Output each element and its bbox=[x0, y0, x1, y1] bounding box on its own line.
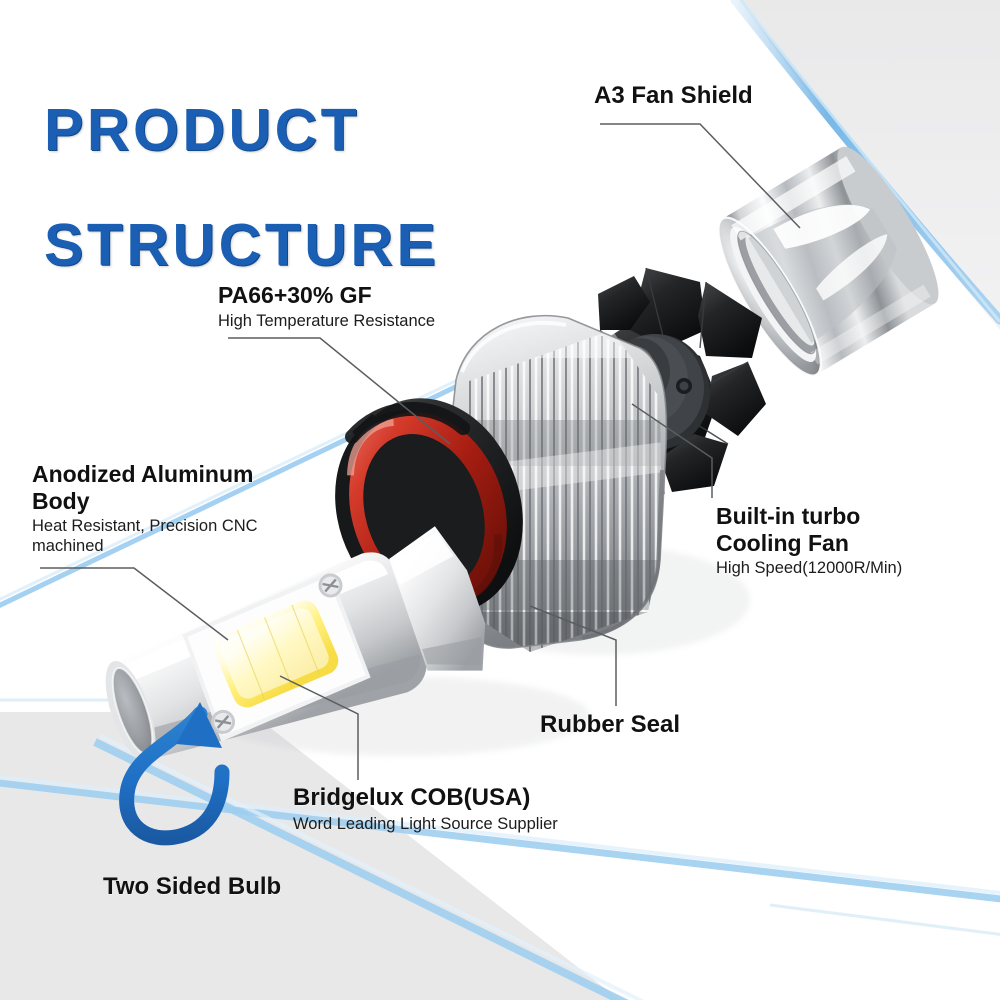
callout-anodized-aluminum-body: Anodized Aluminum Body Heat Resistant, P… bbox=[32, 461, 332, 557]
callout-a3-fan-shield: A3 Fan Shield bbox=[594, 82, 753, 110]
callout-subtitle: Word Leading Light Source Supplier bbox=[293, 814, 558, 833]
callout-heading: PA66+30% GF bbox=[218, 282, 372, 308]
page-title: PRODUCT STRUCTURE bbox=[44, 44, 604, 275]
title-line-2: STRUCTURE bbox=[44, 212, 440, 279]
callout-heading: Anodized Aluminum Body bbox=[32, 461, 254, 514]
callout-heading: A3 Fan Shield bbox=[594, 82, 753, 109]
callout-subtitle: Heat Resistant, Precision CNC machined bbox=[32, 517, 258, 556]
callout-pa66: PA66+30% GF High Temperature Resistance bbox=[218, 282, 435, 331]
title-line-1: PRODUCT bbox=[44, 96, 361, 163]
callout-heading: Bridgelux COB(USA) bbox=[293, 784, 531, 811]
callout-subtitle: High Speed(12000R/Min) bbox=[716, 559, 903, 578]
callout-rubber-seal: Rubber Seal bbox=[540, 711, 680, 739]
callout-two-sided-bulb: Two Sided Bulb bbox=[103, 873, 281, 901]
callout-heading: Rubber Seal bbox=[540, 711, 681, 738]
callout-bridgelux-cob: Bridgelux COB(USA) Word Leading Light So… bbox=[293, 784, 558, 835]
bg-stripe-faint bbox=[769, 903, 1000, 936]
callout-subtitle: High Temperature Resistance bbox=[218, 311, 436, 330]
callout-cooling-fan: Built-in turbo Cooling Fan High Speed(12… bbox=[716, 503, 902, 579]
callout-heading: Two Sided Bulb bbox=[103, 873, 282, 900]
callout-heading: Built-in turbo Cooling Fan bbox=[716, 503, 861, 556]
